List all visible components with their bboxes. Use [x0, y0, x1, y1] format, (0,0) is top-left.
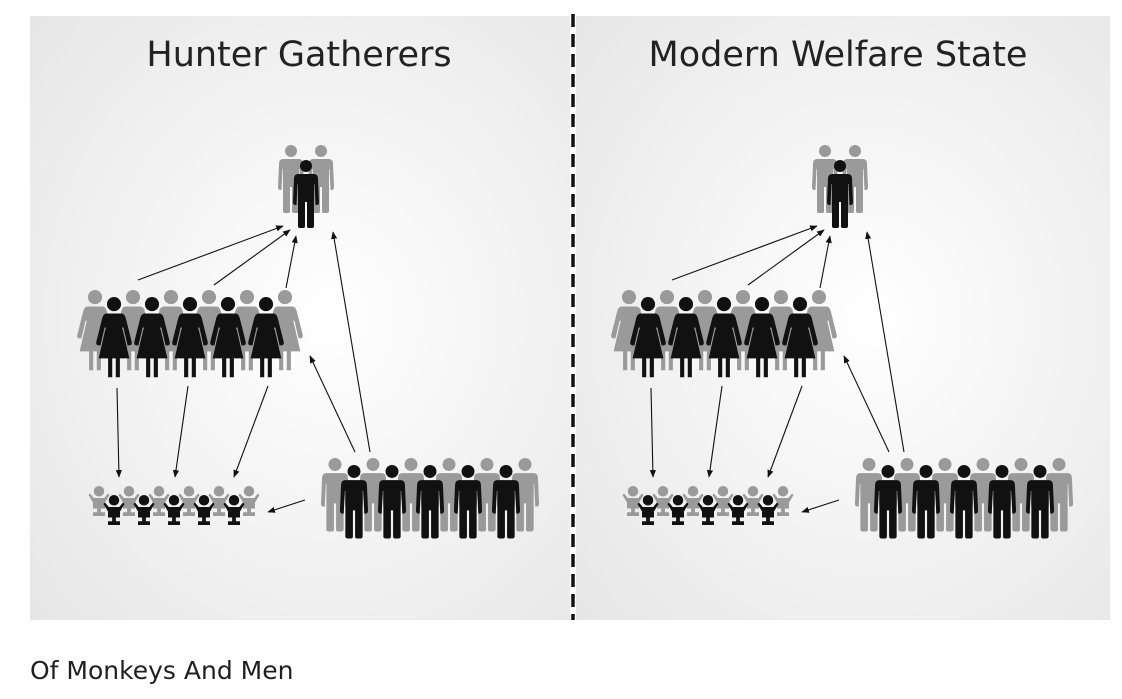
relation-arrow — [233, 385, 269, 478]
relation-arrow — [267, 499, 306, 513]
relation-arrow — [115, 387, 122, 478]
relation-arrow — [767, 385, 803, 478]
relation-arrow — [309, 355, 356, 453]
relation-arrow — [671, 225, 818, 281]
figure-caption: Of Monkeys And Men — [30, 656, 294, 685]
panel-modern-welfare-state — [611, 145, 1074, 539]
panel-hunter-gatherers — [77, 145, 540, 539]
panel-title-left: Hunter Gatherers — [146, 35, 451, 75]
arrows — [115, 225, 371, 513]
relation-arrow — [331, 231, 371, 453]
relation-arrow — [649, 387, 656, 478]
relation-arrow — [865, 231, 905, 453]
relation-arrow — [137, 225, 284, 281]
relation-arrow — [747, 229, 825, 286]
relation-arrow — [172, 385, 189, 478]
relation-arrow — [706, 385, 723, 478]
relation-arrow — [213, 229, 291, 286]
relation-arrow — [285, 235, 298, 289]
relation-arrow — [819, 235, 832, 289]
relation-arrow — [843, 355, 890, 453]
arrows — [649, 225, 905, 513]
panel-title-right: Modern Welfare State — [649, 35, 1028, 75]
relation-arrow — [801, 499, 840, 513]
